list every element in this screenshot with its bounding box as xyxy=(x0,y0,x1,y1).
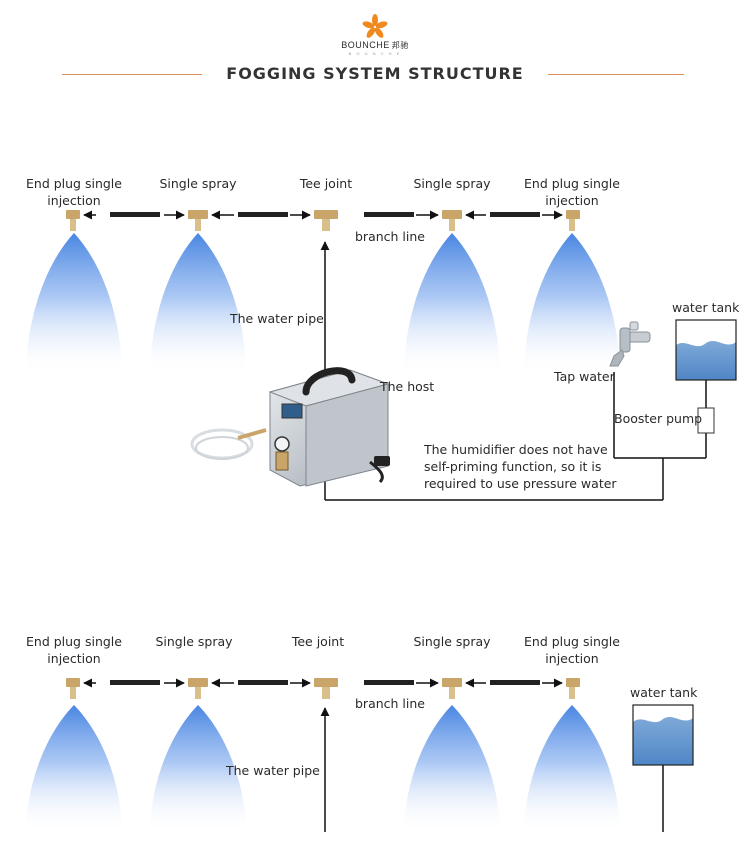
nozzle-1-2 xyxy=(188,210,208,231)
label-water-pipe-1: The water pipe xyxy=(230,311,324,326)
label-branch-line-2: branch line xyxy=(355,696,425,711)
label-water-tank-1: water tank xyxy=(672,300,740,315)
nozzle-1-4 xyxy=(442,210,462,231)
tee-joint-1 xyxy=(314,210,338,231)
branch-line-2 xyxy=(83,678,563,688)
label-branch-line-1: branch line xyxy=(355,229,425,244)
page-title: FOGGING SYSTEM STRUCTURE xyxy=(226,64,524,83)
water-pipe-2 xyxy=(320,707,664,832)
label-water-pipe-2: The water pipe xyxy=(226,763,320,778)
brand-logo-icon xyxy=(362,14,388,38)
water-tank-1 xyxy=(675,319,737,381)
label-water-tank-2: water tank xyxy=(630,685,698,700)
label-tee-joint-2: Tee joint xyxy=(291,634,345,649)
nozzle-1-5 xyxy=(566,210,580,231)
brand-tagline: B O U N C H E xyxy=(348,51,402,56)
mist-cones-2 xyxy=(26,705,620,832)
brand-logo xyxy=(0,14,750,44)
booster-pump-box xyxy=(697,407,715,434)
nozzle-2-2 xyxy=(188,678,208,699)
label-single-spray-left-1: Single spray xyxy=(159,176,237,191)
label-tee-joint-1: Tee joint xyxy=(299,176,353,191)
branch-line-1 xyxy=(83,210,563,220)
title-rule-right xyxy=(548,74,684,75)
label-host: The host xyxy=(380,379,435,394)
water-tank-2 xyxy=(632,704,694,766)
nozzle-2-4 xyxy=(442,678,462,699)
title-rule-left xyxy=(62,74,202,75)
host-machine-icon xyxy=(190,367,390,487)
mist-cones-1 xyxy=(26,233,620,375)
label-single-spray-left-2: Single spray xyxy=(155,634,233,649)
label-tap-water: Tap water xyxy=(554,369,615,384)
nozzle-1-1 xyxy=(66,210,80,231)
nozzle-2-1 xyxy=(66,678,80,699)
nozzle-2-5 xyxy=(566,678,580,699)
tap-faucet-icon xyxy=(609,321,651,367)
label-booster-pump: Booster pump xyxy=(614,411,703,426)
tee-joint-2 xyxy=(314,678,338,699)
label-single-spray-right-1: Single spray xyxy=(413,176,491,191)
label-single-spray-right-2: Single spray xyxy=(413,634,491,649)
